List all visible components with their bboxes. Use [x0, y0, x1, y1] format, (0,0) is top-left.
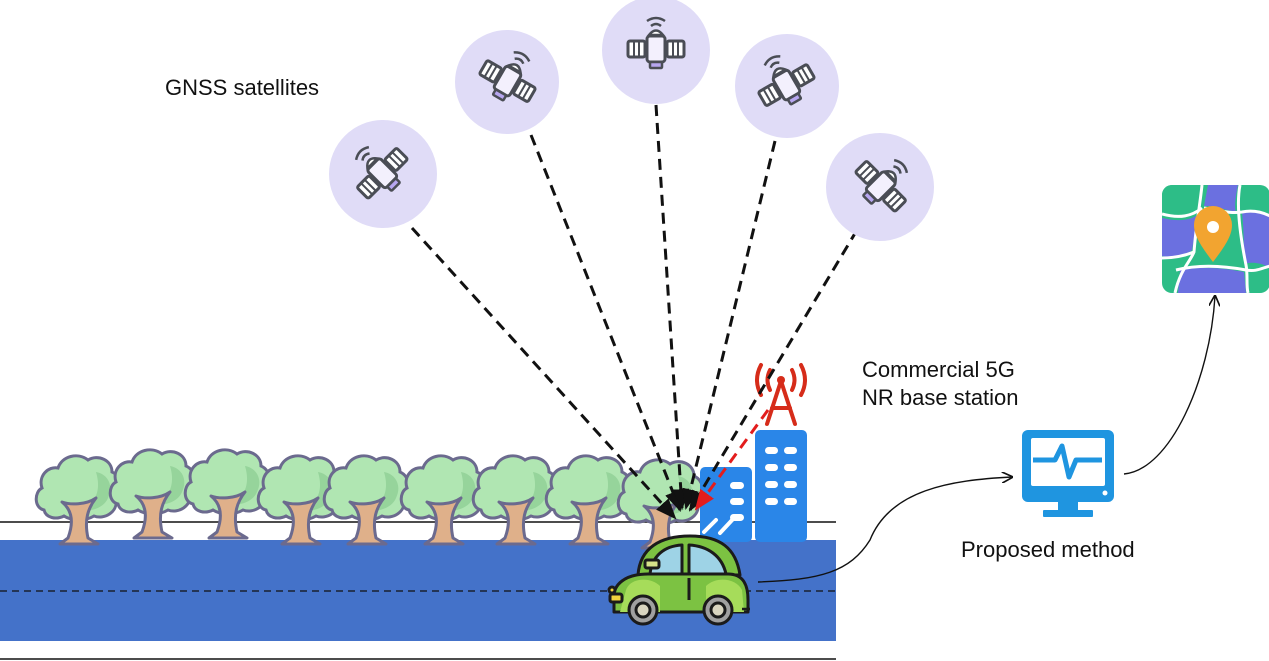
satellite-icon	[826, 133, 934, 241]
signal-line	[682, 140, 777, 511]
gnss-signal-lines	[410, 104, 859, 520]
car-icon	[607, 534, 750, 626]
base-station-label-line1: Commercial 5G	[862, 357, 1015, 382]
signal-line	[654, 104, 690, 511]
tree-icon	[322, 454, 411, 546]
tree-row	[34, 448, 705, 550]
base-station-label: Commercial 5G NR base station	[862, 356, 1019, 412]
base-station-label-line2: NR base station	[862, 385, 1019, 410]
gnss-satellites-label: GNSS satellites	[165, 75, 320, 100]
proposed-method-label: Proposed method	[961, 537, 1135, 562]
satellite-icon	[455, 30, 559, 134]
tree-icon	[108, 448, 197, 540]
tree-icon	[34, 454, 123, 546]
flow-arrow-car-to-method	[757, 477, 1012, 583]
monitor-pulse-icon	[1022, 430, 1114, 517]
signal-line	[529, 134, 682, 512]
map-pin-icon	[1162, 185, 1269, 293]
satellite-icon	[329, 120, 437, 228]
5g-signal-line	[694, 409, 770, 511]
satellite-constellation	[329, 0, 934, 241]
satellite-icon	[602, 0, 710, 104]
tree-icon	[183, 448, 272, 540]
signal-line	[410, 226, 677, 520]
satellite-icon	[735, 34, 839, 138]
signal-line	[688, 229, 859, 512]
buildings-icon	[700, 430, 807, 542]
flow-arrow-method-to-map	[1123, 296, 1215, 475]
